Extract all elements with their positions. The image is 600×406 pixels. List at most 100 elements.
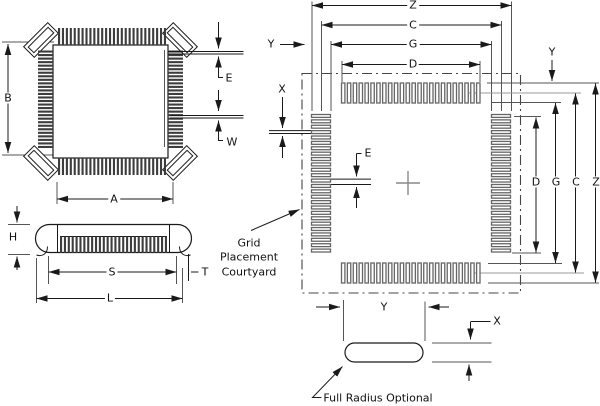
package-lead <box>126 236 129 253</box>
package-lead <box>141 236 144 253</box>
land-pad <box>310 129 332 135</box>
package-lead <box>168 107 183 110</box>
courtyard-label-line3: Courtyard <box>221 265 277 279</box>
package-lead <box>38 71 53 74</box>
dim-label-s: S <box>106 265 118 279</box>
package-lead <box>136 158 139 175</box>
land-pad <box>346 262 352 284</box>
package-lead <box>137 236 140 253</box>
land-pad <box>434 262 440 284</box>
land-pad <box>352 82 358 104</box>
package-body <box>52 44 169 159</box>
land-pad <box>310 205 332 210</box>
land-pad <box>411 262 417 284</box>
package-lead <box>168 61 183 64</box>
package-lead <box>149 236 152 253</box>
package-lead <box>83 236 86 253</box>
land-pad <box>490 232 512 237</box>
land-pad <box>440 262 446 284</box>
land-pad <box>370 262 375 284</box>
package-lead <box>89 28 92 45</box>
package-lead <box>69 28 72 45</box>
land-pads-top <box>340 82 481 104</box>
land-pad <box>452 262 458 284</box>
land-pad <box>310 248 332 253</box>
package-lead <box>93 28 96 45</box>
package-lead <box>163 28 166 45</box>
package-lead <box>152 158 155 175</box>
dim-label-g-right: G <box>549 175 563 189</box>
package-lead <box>58 28 61 45</box>
land-pad <box>310 199 332 205</box>
package-lead <box>38 103 53 106</box>
land-pad <box>411 82 417 104</box>
land-pad <box>440 82 446 104</box>
land-pad <box>364 82 370 104</box>
corner-bumpers <box>22 21 199 182</box>
land-pad <box>393 262 399 284</box>
package-lead <box>73 28 76 45</box>
land-pad <box>310 237 332 242</box>
package-lead <box>38 92 53 95</box>
land-pad <box>470 262 475 284</box>
package-lead <box>38 82 53 85</box>
land-pads-right <box>490 113 512 253</box>
land-pad <box>310 243 332 248</box>
package-lead <box>81 158 84 175</box>
land-pattern <box>250 1 599 294</box>
package-lead <box>153 236 156 253</box>
land-pad <box>475 262 481 284</box>
package-lead <box>38 138 53 141</box>
land-pad <box>446 262 452 284</box>
land-pad <box>310 173 332 178</box>
package-lead <box>122 236 125 253</box>
package-lead <box>110 236 113 253</box>
package-lead <box>38 145 53 148</box>
pad-detail <box>311 300 492 398</box>
package-lead <box>85 158 88 175</box>
package-lead <box>159 158 163 175</box>
land-pad <box>490 210 512 215</box>
land-pad <box>310 140 332 145</box>
land-pad <box>310 216 332 221</box>
dim-label-y-right: Y <box>546 45 558 59</box>
package-lead <box>168 57 183 60</box>
land-pad <box>490 135 512 140</box>
land-pad <box>423 82 428 104</box>
package-lead <box>168 96 183 99</box>
land-pad <box>490 113 512 119</box>
dim-label-t: T <box>199 265 211 279</box>
land-pad <box>490 151 512 156</box>
package-lead <box>161 236 164 253</box>
dim-label-l: L <box>104 291 116 305</box>
land-pad <box>490 162 512 167</box>
package-lead <box>124 28 127 45</box>
land-pad <box>387 82 393 104</box>
package-lead <box>101 28 104 45</box>
land-pad <box>310 146 332 151</box>
land-pad <box>490 199 512 205</box>
package-lead <box>87 236 90 253</box>
dim-label-c-right: C <box>570 175 582 189</box>
package-lead <box>168 99 183 103</box>
land-pad <box>310 189 332 194</box>
dim-label-e-land: E <box>362 146 374 160</box>
package-lead <box>38 61 53 64</box>
package-lead <box>159 28 163 45</box>
package-leads-left <box>38 50 53 148</box>
land-pad <box>376 262 381 284</box>
land-pad <box>490 178 512 183</box>
package-lead <box>112 158 116 175</box>
package-lead <box>168 124 183 127</box>
land-pads-left <box>310 113 332 253</box>
land-pad <box>490 183 512 189</box>
package-lead <box>136 28 139 45</box>
package-lead <box>38 110 53 113</box>
land-pad <box>490 216 512 221</box>
package-lead <box>168 145 183 148</box>
package-lead <box>124 158 127 175</box>
package-lead <box>38 54 53 57</box>
land-pad <box>405 262 411 284</box>
land-pad <box>490 237 512 242</box>
